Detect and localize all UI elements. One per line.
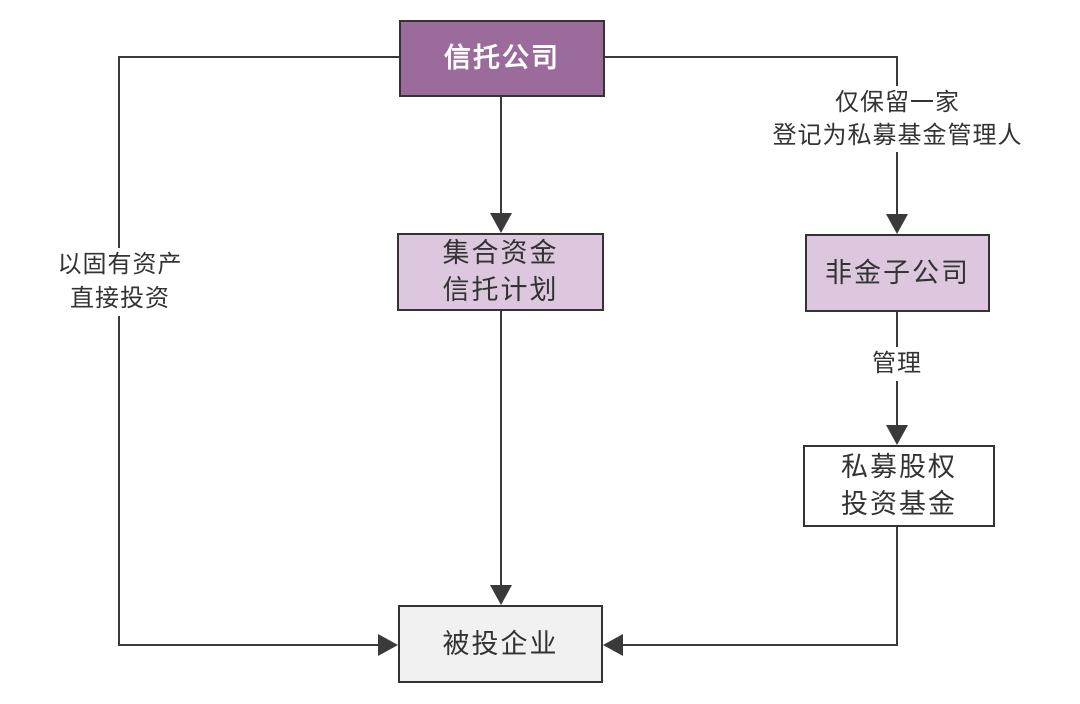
arrowhead-down-into-fund-icon	[886, 425, 908, 445]
edge-label-register-fund-manager: 仅保留一家 登记为私募基金管理人	[770, 86, 1025, 152]
edge-trust-to-plan-line	[500, 97, 502, 215]
edge-trust-to-right-horizontal-line	[603, 56, 898, 58]
node-pe-fund: 私募股权 投资基金	[803, 445, 995, 527]
arrowhead-right-into-investee-icon	[378, 634, 398, 656]
edge-label-direct-investment: 以固有资产 直接投资	[35, 248, 205, 316]
arrowhead-down-into-subsidiary-icon	[886, 214, 908, 234]
node-investee: 被投企业	[398, 605, 603, 683]
arrowhead-down-into-investee-icon	[490, 585, 512, 605]
edge-label-manage: 管理	[847, 347, 947, 381]
edge-left-vertical-line	[118, 56, 120, 646]
arrowhead-left-into-investee-icon	[603, 634, 623, 656]
node-trust-company: 信托公司	[399, 20, 605, 97]
edge-fund-to-bottom-vertical-line	[896, 527, 898, 646]
edge-plan-to-investee-line	[500, 311, 502, 587]
edge-trust-to-left-horizontal-line	[119, 56, 399, 58]
node-non-financial-subsidiary: 非金子公司	[805, 234, 990, 312]
node-collective-trust-plan: 集合资金 信托计划	[397, 233, 604, 311]
arrowhead-down-into-plan-icon	[490, 213, 512, 233]
edge-fund-to-investee-horizontal-line	[623, 644, 898, 646]
edge-left-to-investee-horizontal-line	[119, 644, 378, 646]
